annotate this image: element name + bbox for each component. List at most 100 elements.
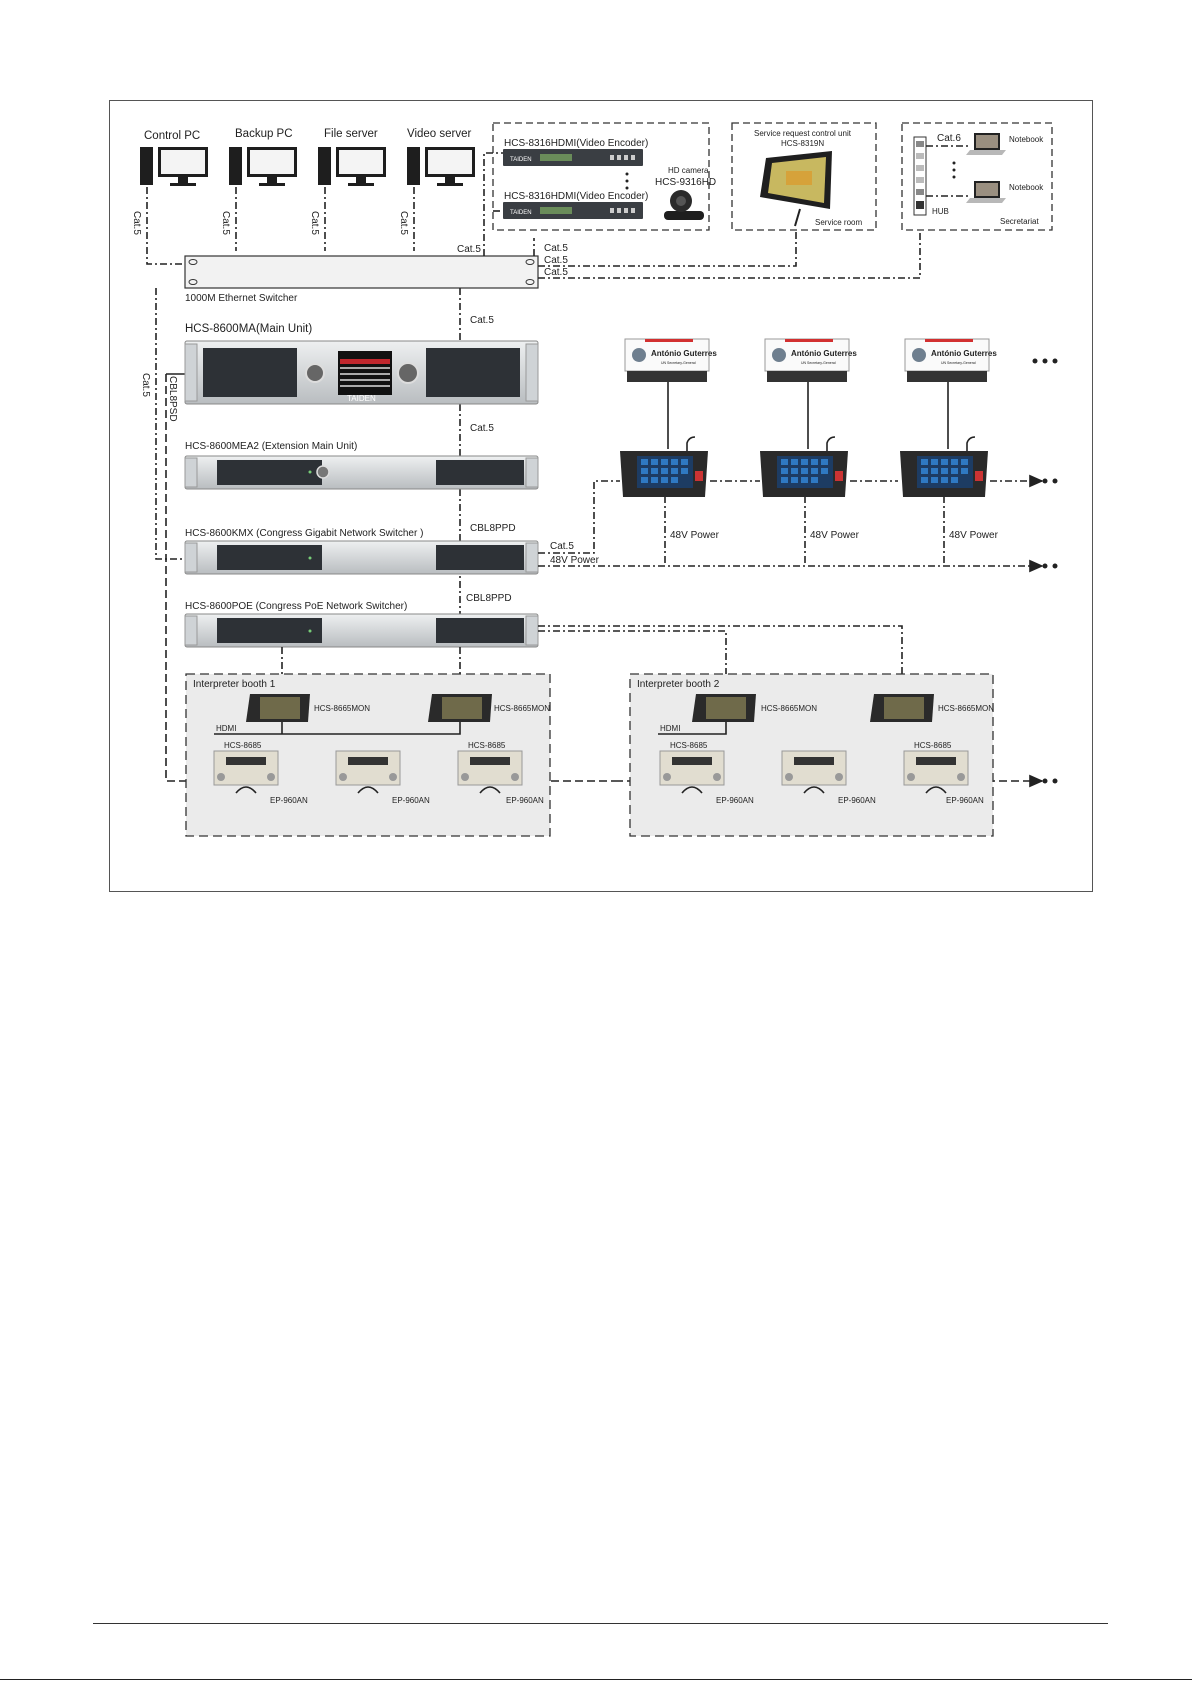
interpreter-booth-1: Interpreter booth 1 HDMI HCS-8665MON HCS… [185,673,551,837]
interpreter-unit: HCS-8685 EP-960AN [213,741,308,805]
earphone-label: EP-960AN [716,796,754,805]
brand-logo: TAIDEN [510,210,532,216]
interpreter-unit-label: HCS-8685 [468,741,506,750]
pc-tower-icon [140,147,153,185]
camera-model-label: HCS-9316HD [655,177,716,188]
congress-gigabit-switcher [184,540,539,575]
camera-label: HD camera [668,166,709,175]
unit-label: HCS-8600MEA2 (Extension Main Unit) [185,441,357,452]
cable-label: CBL8PPD [466,593,512,604]
interpreter-unit-label: HCS-8685 [914,741,952,750]
secretariat-group: HUB Cat.6 Notebook Notebook Secretariat [901,122,1053,231]
cable-label: Cat.5 [550,541,574,552]
server-tower-icon [318,147,331,185]
diagram-frame: Control PC Backup PC File server Video s… [109,100,1093,892]
more-ellipsis [1032,358,1058,784]
cable-label: Cat.5 [457,244,481,255]
delegate-unit: António Guterres UN Secretary-General [760,338,857,497]
video-encoder: TAIDEN [503,202,643,219]
system-diagram: Control PC Backup PC File server Video s… [131,122,1058,837]
monitor-label: HCS-8665MON [938,704,994,713]
cable-label: Cat.5 [470,315,494,326]
cable-label: Cat.5 [398,211,409,235]
name-plate-name: António Guterres [791,349,857,358]
knob-icon [316,465,330,479]
name-plate-title: UN Secretary-General [801,361,836,365]
cable-label: 48V Power [550,555,600,566]
cable-label: Cat.6 [937,133,961,144]
notebook [966,133,1006,155]
booth-monitor: HCS-8665MON [870,694,994,722]
cable-label: Cat.5 [140,373,151,397]
hub [913,136,927,216]
brand-logo: TAIDEN [347,394,376,403]
knob-icon [397,362,419,384]
footer-rule [93,1623,1108,1624]
power-label: 48V Power [670,530,720,541]
notebook-label: Notebook [1009,135,1044,144]
encoder-label: HCS-8316HDMI(Video Encoder) [504,191,648,202]
name-plate-title: UN Secretary-General [661,361,696,365]
hub-label: HUB [932,207,949,216]
unit-label: HCS-8600MA(Main Unit) [185,323,312,335]
earphone-label: EP-960AN [270,796,308,805]
earphone-icon [681,786,703,794]
cable-label: Cat.5 [544,255,568,266]
pc-backup: Backup PC [229,128,297,186]
unit-label: HCS-8600KMX (Congress Gigabit Network Sw… [185,528,423,539]
service-room-label: Service room [815,218,862,227]
main-unit: TAIDEN [184,340,539,405]
secretariat-label: Secretariat [1000,217,1039,226]
delegate-unit: António Guterres UN Secretary-General [620,338,717,497]
notebook [966,181,1006,203]
power-label: 48V Power [810,530,860,541]
power-label: 48V Power [949,530,999,541]
monitor-label: HCS-8665MON [761,704,817,713]
booth-monitor: HCS-8665MON [428,694,550,722]
earphone-label: EP-960AN [506,796,544,805]
video-encoder: TAIDEN [503,149,643,166]
ethernet-switcher: 1000M Ethernet Switcher [184,255,539,304]
delegate-links: Cat.5 48V Power 48V Power 48V Power 48V … [538,474,1044,573]
booth-monitor: HCS-8665MON [246,694,370,722]
interpreter-unit: HCS-8685 EP-960AN [457,741,544,805]
pc-links: Cat.5 Cat.5 Cat.5 Cat.5 [131,187,415,265]
interpreter-booth-2: Interpreter booth 2 HDMI HCS-8665MON HCS… [629,673,994,837]
cable-label: Cat.5 [544,243,568,254]
congress-poe-switcher [184,613,539,648]
earphone-label: EP-960AN [838,796,876,805]
interpreter-unit: HCS-8685 EP-960AN [903,741,984,805]
interpreter-unit: EP-960AN [781,750,876,805]
pc-control: Control PC [140,130,208,186]
interpreter-unit-label: HCS-8685 [670,741,708,750]
pc-tower-icon [229,147,242,185]
pc-video-server: Video server [407,128,475,186]
switcher-label: 1000M Ethernet Switcher [185,293,298,304]
cable-label: Cat.5 [470,423,494,434]
monitor-label: HCS-8665MON [314,704,370,713]
interpreter-unit-label: HCS-8685 [224,741,262,750]
service-room-group: Service request control unit HCS-8319N S… [731,122,877,231]
knob-icon [305,363,325,383]
earphone-icon [479,786,501,794]
earphone-icon [235,786,257,794]
cable-label: HDMI [216,724,236,733]
service-title: Service request control unit [754,129,852,138]
earphone-icon [803,786,825,794]
cable-label: Cat.5 [544,267,568,278]
interpreter-unit: EP-960AN [335,750,430,805]
pc-label: Control PC [144,130,200,142]
extension-main-unit [184,455,539,490]
cable-label: CBL8PSD [167,376,178,422]
earphone-label: EP-960AN [946,796,984,805]
name-plate-name: António Guterres [931,349,997,358]
pc-label: File server [324,128,378,140]
cable-label: Cat.5 [220,211,231,235]
cable-label: Cat.5 [131,211,142,235]
earphone-icon [357,786,379,794]
name-plate-title: UN Secretary-General [941,361,976,365]
interpreter-unit: HCS-8685 EP-960AN [659,741,754,805]
monitor-label: HCS-8665MON [494,704,550,713]
booth-monitor: HCS-8665MON [692,694,817,722]
trunk-links: Cat.5 Cat.5 CBL8PPD CBL8PPD [459,288,516,614]
